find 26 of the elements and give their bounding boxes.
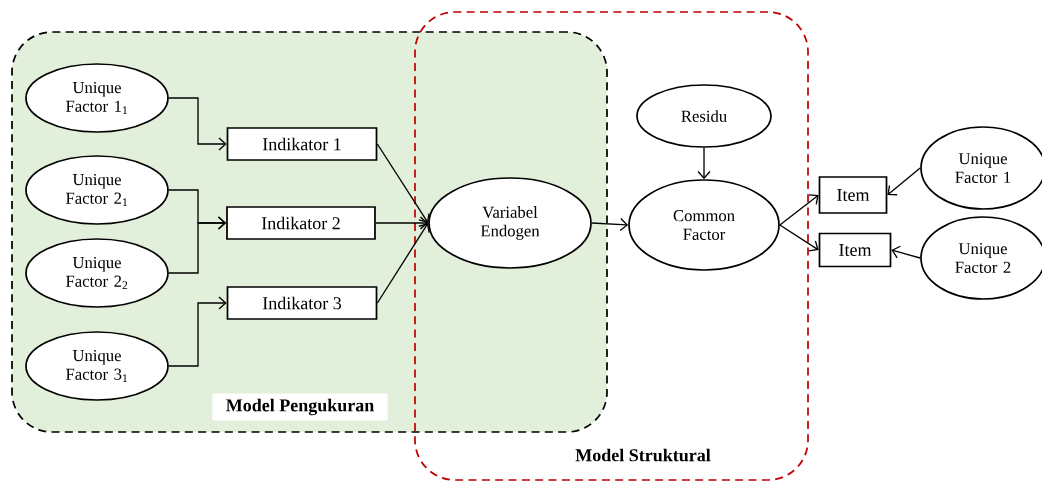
ellipse-node: Common Factor [628,179,780,271]
ellipse-node: Unique Factor 1$_{1}$ [25,63,169,133]
arrow [376,223,430,304]
arrow [891,245,921,259]
arrow [697,147,711,180]
arrow [591,217,629,232]
ellipse-node: Unique Factor 2$_{2}$ [25,238,169,308]
arrow [887,167,921,196]
ellipse-node: Residu [636,84,772,148]
arrow [168,216,227,274]
arrow [168,97,227,151]
indicator-box: Indikator 3 [226,286,378,320]
indicator-box: Item [818,176,888,214]
ellipse-node: Unique Factor 3$_{1}$ [25,331,169,401]
arrow [168,296,227,367]
ellipse-node: Variabel Endogen [428,177,592,269]
arrow [779,194,819,226]
arrow [779,224,819,252]
region-label: Model Struktural [575,448,711,462]
indicator-box: Item [818,232,892,268]
arrow [376,143,430,223]
indicator-box: Indikator 1 [226,127,378,161]
arrow [375,216,429,230]
ellipse-node: Unique Factor 2$_{1}$ [25,155,169,225]
indicator-box: Indikator 2 [226,206,376,240]
region-label: Model Pengukuran [212,393,388,421]
